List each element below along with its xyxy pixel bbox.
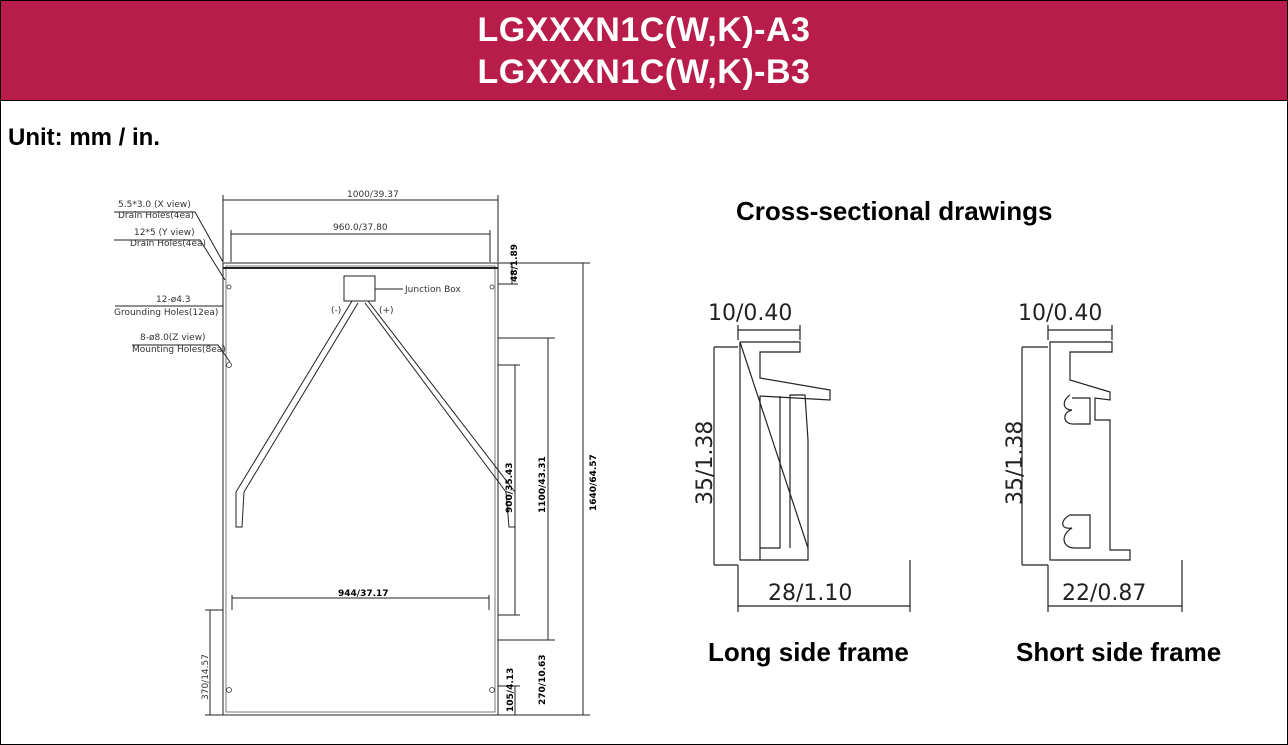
dim-width-outer: 1000/39.37 bbox=[347, 190, 399, 200]
drain-y-sub: Drain Holes(4ea) bbox=[130, 239, 206, 249]
grounding-label: 12-ø4.3 bbox=[156, 295, 191, 305]
long-height-dim: 35/1.38 bbox=[693, 421, 718, 505]
module-outline bbox=[222, 262, 499, 716]
short-height-dim: 35/1.38 bbox=[1003, 421, 1028, 505]
short-frame-profile bbox=[1021, 325, 1183, 612]
model-b3: LGXXXN1C(W,K)-B3 bbox=[477, 53, 811, 91]
drain-x-sub: Drain Holes(4ea) bbox=[118, 211, 194, 221]
mounting-sub: Mounting Holes(8ea) bbox=[132, 345, 226, 355]
dim-left-370: 370/14.57 bbox=[201, 654, 211, 700]
short-bottom-dim: 22/0.87 bbox=[1062, 581, 1146, 606]
dim-height-900: 900/35.43 bbox=[505, 462, 515, 513]
dim-width-944: 944/37.17 bbox=[338, 589, 389, 599]
junction-box-label: Junction Box bbox=[404, 285, 462, 295]
long-frame-profile bbox=[713, 325, 911, 612]
dim-frame-depth: 48/1.89 bbox=[510, 244, 520, 282]
short-frame-caption: Short side frame bbox=[1016, 637, 1222, 667]
plus-label: (+) bbox=[379, 306, 394, 316]
long-frame-caption: Long side frame bbox=[708, 637, 909, 667]
dim-bottom-270: 270/10.63 bbox=[538, 654, 548, 705]
long-bottom-dim: 28/1.10 bbox=[768, 581, 852, 606]
grounding-sub: Grounding Holes(12ea) bbox=[114, 308, 218, 318]
long-top-dim: 10/0.40 bbox=[708, 301, 792, 326]
cross-section-title: Cross-sectional drawings bbox=[736, 196, 1053, 226]
dim-width-inner: 960.0/37.80 bbox=[333, 223, 388, 233]
drain-y-label: 12*5 (Y view) bbox=[134, 228, 195, 238]
title-banner: LGXXXN1C(W,K)-A3 LGXXXN1C(W,K)-B3 bbox=[1, 1, 1287, 101]
junction-box bbox=[343, 275, 376, 302]
dim-bottom-105: 105/4.13 bbox=[506, 668, 516, 712]
model-a3: LGXXXN1C(W,K)-A3 bbox=[477, 11, 811, 49]
drain-x-label: 5.5*3.0 (X view) bbox=[118, 200, 191, 210]
dim-height-total: 1640/64.57 bbox=[589, 454, 599, 511]
mounting-label: 8-ø8.0(Z view) bbox=[140, 333, 206, 343]
unit-label: Unit: mm / in. bbox=[8, 124, 160, 151]
dim-height-1100: 1100/43.31 bbox=[538, 456, 548, 513]
minus-label: (-) bbox=[331, 306, 341, 316]
short-top-dim: 10/0.40 bbox=[1018, 301, 1102, 326]
